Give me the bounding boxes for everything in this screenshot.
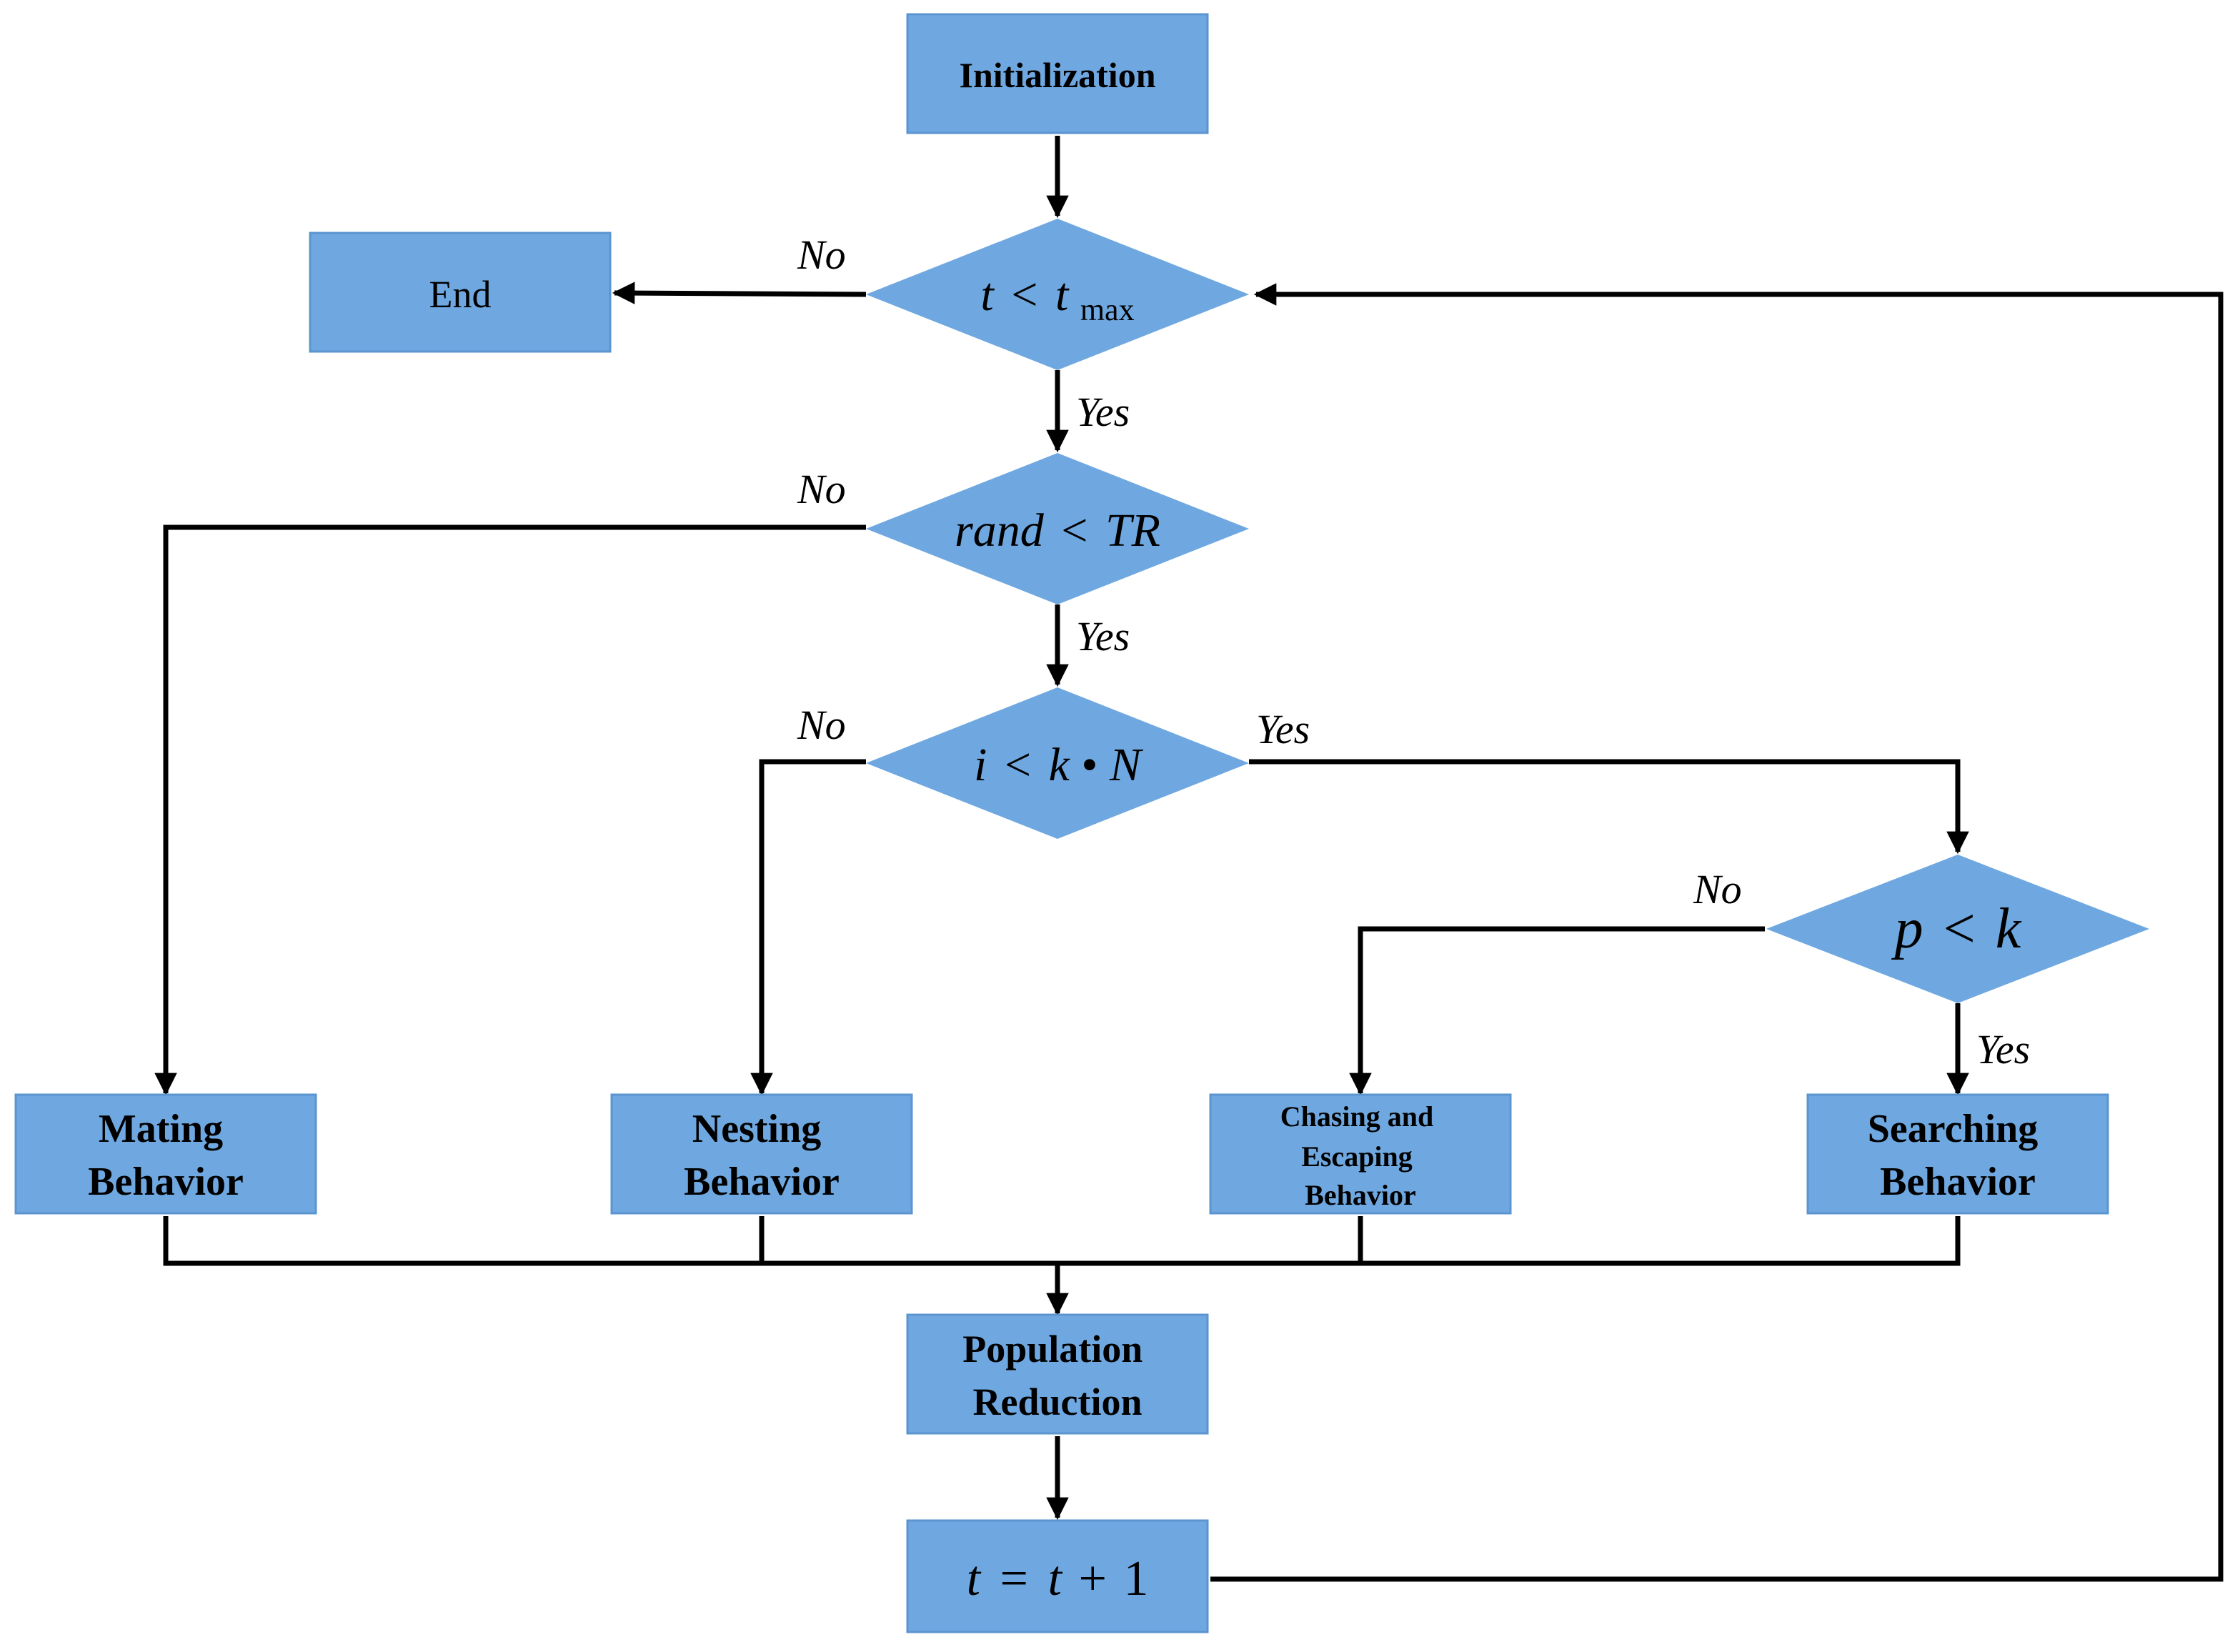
label-pk-yes: Yes: [1976, 1026, 2030, 1073]
edge-chasing-merge: [1057, 1216, 1363, 1266]
population-reduction-label: Population Reduction: [962, 1328, 1153, 1423]
label-ikn-no: No: [797, 702, 846, 748]
edge-mating-merge: [163, 1216, 1057, 1266]
mating-behavior-box: Mating Behavior: [14, 1093, 317, 1215]
edge-update-loop-to-tmax: [1210, 283, 2224, 1582]
label-tmax-no: No: [797, 232, 846, 278]
chasing-escaping-behavior-label: Chasing and Escaping Behavior: [1280, 1100, 1441, 1211]
label-rand-no: No: [797, 466, 846, 512]
end-box: End: [309, 232, 612, 353]
decision-p-lt-k: p < k: [1766, 855, 2149, 1003]
initialization-label: Initialization: [959, 55, 1155, 95]
searching-behavior-box: Searching Behavior: [1806, 1093, 2109, 1215]
chasing-escaping-behavior-box: Chasing and Escaping Behavior: [1209, 1093, 1512, 1215]
decision-i-lt-kn: i < k • N: [866, 687, 1249, 839]
searching-behavior-label: Searching Behavior: [1868, 1107, 2049, 1204]
edge-labels: No Yes No Yes No Yes No Yes: [797, 232, 2030, 1073]
decision-rand-lt-tr: rand < TR: [866, 453, 1249, 604]
edge-ikn-to-nesting: [750, 759, 866, 1096]
label-tmax-yes: Yes: [1076, 389, 1130, 435]
population-reduction-box: Population Reduction: [906, 1313, 1209, 1435]
edges: [154, 136, 2224, 1582]
nesting-behavior-box: Nesting Behavior: [610, 1093, 913, 1215]
decision-p-lt-k-label: p < k: [1891, 897, 2022, 960]
label-pk-no: No: [1693, 866, 1742, 912]
initialization-box: Initialization: [906, 13, 1209, 134]
label-rand-yes: Yes: [1076, 613, 1130, 660]
decision-i-lt-kn-label: i < k • N: [974, 739, 1144, 791]
edge-tmax-to-end: [612, 282, 867, 304]
nesting-behavior-label: Nesting Behavior: [684, 1107, 840, 1204]
update-t-label: t = t + 1: [967, 1551, 1149, 1606]
label-ikn-yes: Yes: [1256, 706, 1310, 752]
decision-t-lt-tmax-label: t < t max: [980, 269, 1134, 327]
update-t-box: t = t + 1: [906, 1519, 1209, 1633]
end-label: End: [429, 273, 492, 316]
edge-rand-to-mating: [154, 524, 866, 1096]
edge-searching-merge: [1360, 1216, 1961, 1266]
edge-ikn-to-pk: [1249, 759, 1969, 855]
mating-behavior-label: Mating Behavior: [88, 1107, 244, 1204]
decision-rand-lt-tr-label: rand < TR: [955, 504, 1160, 557]
decision-t-lt-tmax: t < t max: [866, 219, 1249, 370]
edge-pk-to-chasing: [1349, 926, 1765, 1096]
